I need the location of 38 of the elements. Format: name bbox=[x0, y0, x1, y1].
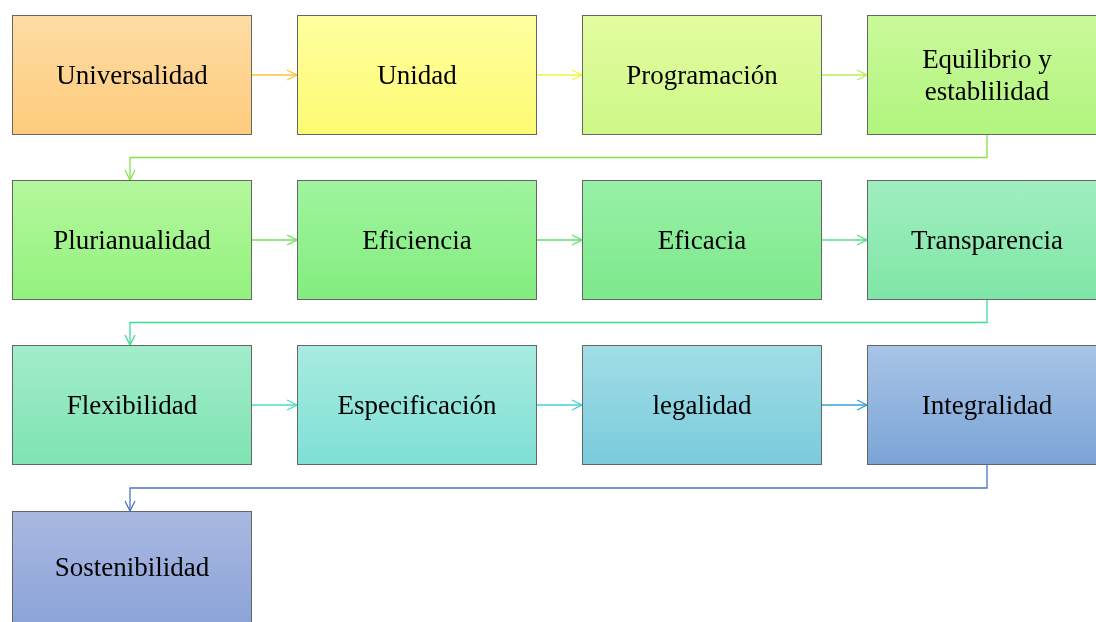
arrow bbox=[821, 69, 868, 81]
arrow bbox=[251, 234, 298, 246]
box-label: legalidad bbox=[651, 388, 753, 422]
process-box bbox=[297, 15, 537, 135]
process-box bbox=[12, 15, 252, 135]
process-box bbox=[867, 180, 1096, 300]
box-label: Transparencia bbox=[910, 223, 1064, 257]
process-box bbox=[297, 180, 537, 300]
arrow bbox=[251, 399, 298, 411]
arrow bbox=[821, 234, 868, 246]
arrow bbox=[251, 69, 298, 81]
box-label: Especificación bbox=[336, 388, 498, 422]
arrow bbox=[536, 234, 583, 246]
process-box bbox=[12, 345, 252, 465]
box-label: Integralidad bbox=[920, 388, 1054, 422]
arrow bbox=[124, 134, 988, 181]
process-box bbox=[582, 15, 822, 135]
process-box bbox=[12, 511, 252, 622]
arrow bbox=[536, 399, 583, 411]
box-label: Equilibrio y establilidad bbox=[921, 42, 1053, 108]
box-label: Eficacia bbox=[656, 223, 748, 257]
box-label: Sostenibilidad bbox=[53, 550, 211, 584]
process-box bbox=[297, 345, 537, 465]
arrow bbox=[124, 464, 988, 512]
process-box bbox=[582, 345, 822, 465]
arrow bbox=[821, 399, 868, 411]
box-label: Programación bbox=[625, 58, 779, 92]
box-label: Eficiencia bbox=[361, 223, 473, 257]
box-label: Universalidad bbox=[55, 58, 209, 92]
box-label: Flexibilidad bbox=[65, 388, 199, 422]
arrow bbox=[536, 69, 583, 81]
arrow bbox=[124, 299, 988, 346]
process-box bbox=[12, 180, 252, 300]
box-label: Plurianualidad bbox=[52, 223, 212, 257]
process-box bbox=[867, 345, 1096, 465]
box-label: Unidad bbox=[376, 58, 458, 92]
process-box bbox=[867, 15, 1096, 135]
process-box bbox=[582, 180, 822, 300]
